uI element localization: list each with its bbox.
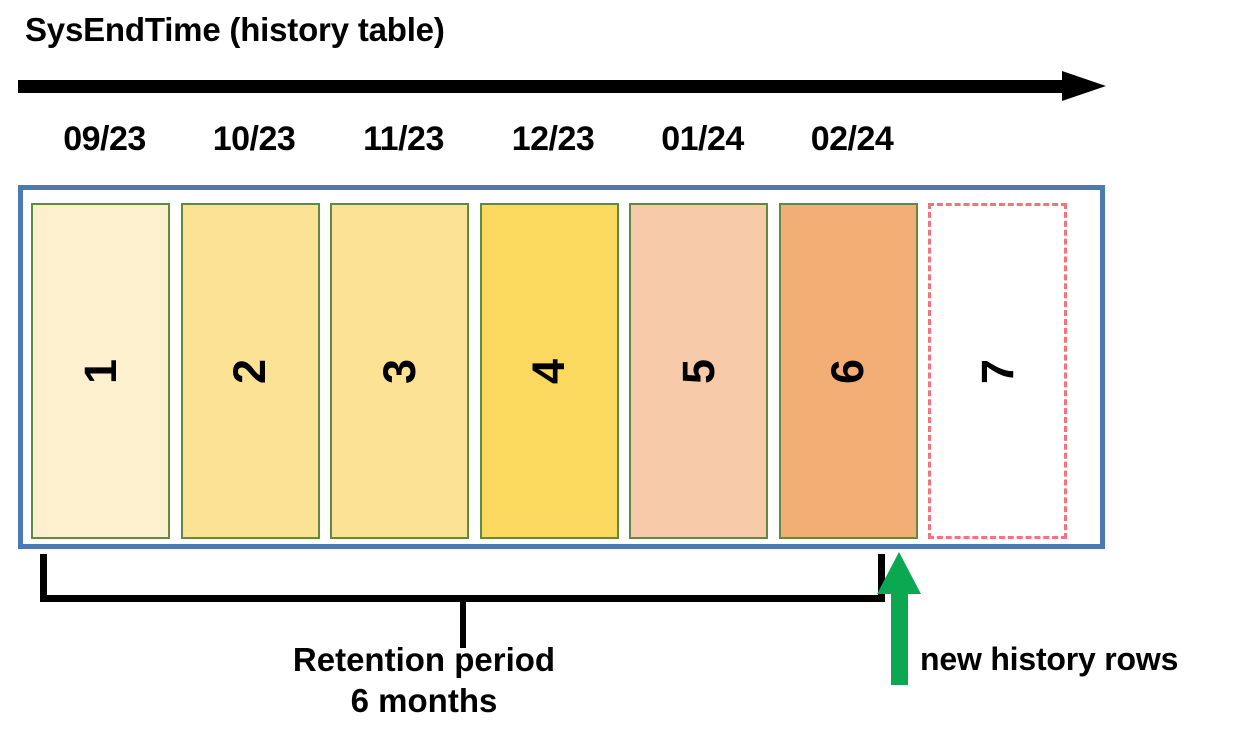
retention-caption-line-1: Retention period [292,641,556,678]
arrow-shaft [891,592,908,685]
partition-label: 7 [972,358,1023,384]
partition-label: 6 [822,358,874,384]
partition-box-2[interactable]: 2 [180,203,320,539]
new-history-rows-label: new history rows [920,641,1179,677]
month-label-4: 12/23 [511,120,595,158]
partition-label: 5 [673,358,724,384]
retention-caption: Retention period 6 months [163,640,685,722]
bracket-stem [460,595,466,648]
month-label-row: 09/23 10/23 11/23 12/23 01/24 02/24 [18,120,1105,166]
new-history-rows-arrow-icon [877,552,921,685]
partition-label: 3 [374,358,425,384]
timeline-axis-line [18,80,1068,93]
page-title: SysEndTime (history table) [25,11,445,48]
timeline-arrow-icon [1062,71,1106,101]
month-label-5: 01/24 [661,120,744,158]
partition-box-3[interactable]: 3 [330,203,469,539]
partition-label: 1 [75,358,126,384]
partition-label: 2 [224,358,276,384]
bracket-left-tick [40,554,47,598]
timeline-axis [18,71,1106,102]
month-label-3: 11/23 [363,120,444,158]
month-label-2: 10/23 [212,120,296,158]
month-label-1: 09/23 [63,120,146,158]
partition-box-4[interactable]: 4 [479,203,619,539]
retention-bracket [40,554,885,648]
month-label-6: 02/24 [810,120,894,158]
partition-box-7[interactable]: 7 [928,203,1067,539]
partition-box-5[interactable]: 5 [629,203,768,539]
partition-box-1[interactable]: 1 [31,203,170,539]
retention-caption-line-2: 6 months [350,681,498,719]
partition-label: 4 [523,358,575,384]
arrow-head [877,552,921,594]
partition-box-6[interactable]: 6 [778,203,918,539]
